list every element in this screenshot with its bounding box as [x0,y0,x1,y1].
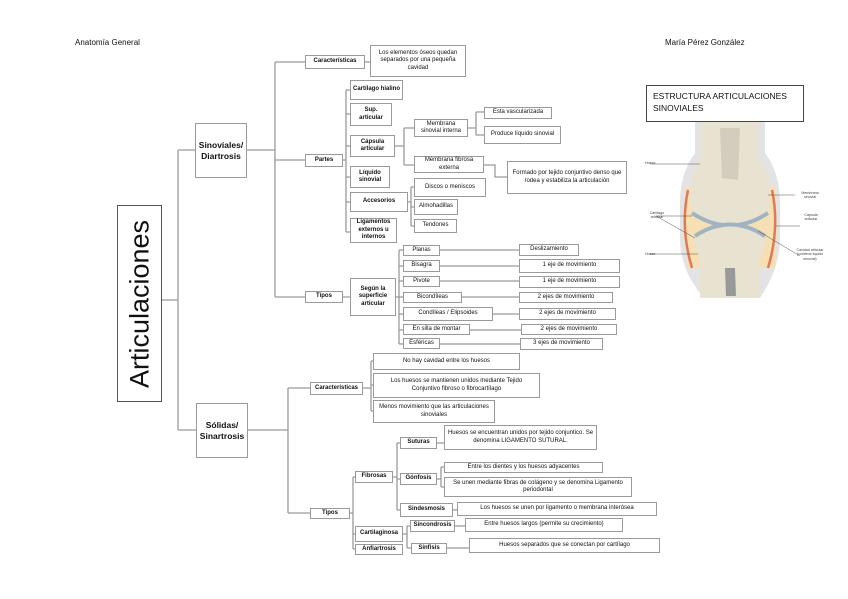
node-membrana-fibrosa-externa: Membrana fibrosa externa [414,156,484,173]
node-sinoviales: Sinoviales/ Diartrosis [195,123,247,178]
label-cavidad: Cavidad articular (contiene líquido sino… [796,248,824,261]
node-vascularizada: Esta vascularizada [484,107,552,119]
root-label: Articulaciones [124,219,154,388]
node-anfiartrosis: Anfiartrosis [355,544,403,555]
type-desc: 3 ejes de movimiento [520,338,603,350]
node-solidas-caracteristicas: Características [310,382,363,395]
node-sinoviales-caracteristicas: Características [305,55,365,69]
type-desc: Deslizamiento [519,244,579,256]
node-discos: Discos o meniscos [414,178,486,197]
node-membrana-sinovial-interna: Membrana sinovial interna [414,119,468,137]
type-desc: 2 ejes de movimiento [519,292,613,303]
course-title: Anatomía General [75,38,140,47]
node-suturas-text: Huesos se encuentran unidos por tejido c… [444,425,597,450]
author-name: María Pérez González [665,38,745,47]
node-almohadillas: Almohadillas [414,199,458,215]
node-sinfisis: Sínfisis [411,543,447,554]
node-sinoviales-caracteristicas-text: Los elementos óseos quedan separados por… [370,45,466,77]
type-name: Bicondíleas [403,292,462,303]
node-no-cavidad: No hay cavidad entre los huesos [373,353,520,370]
type-name: Planas [403,245,440,256]
label-membrana: Membrana sinovial [801,191,819,200]
label-hueso-bottom: Hueso [645,252,656,256]
figure-title: ESTRUCTURA ARTICULACIONES SINOVIALES [646,85,804,122]
node-gonfosis: Gónfosis [400,473,437,485]
node-menos-movimiento: Menos movimiento que las articulaciones … [373,400,495,423]
node-formado-tejido: Formado por tejido conjuntivo denso que … [507,161,627,194]
node-cartilago-hialino: Cartílago hialino [350,80,403,100]
root-node: Articulaciones [117,205,162,402]
type-name: Esféricas [403,338,440,349]
node-sup-articular: Sup. articular [350,103,392,126]
node-sinfisis-text: Huesos separados que se conectan por car… [469,538,660,553]
node-partes: Partes [305,154,343,167]
node-solidas: Sólidas/ Sinartrosis [196,403,248,458]
type-desc: 2 ejes de movimiento [521,324,617,335]
type-name: Pivote [403,276,440,287]
node-gonfosis-colageno: Se unen mediante fibras de colágeno y se… [444,477,632,497]
label-hueso-top: Hueso [645,161,656,165]
node-liquido-sinovial: Líquido sinovial [350,166,390,188]
node-solidas-tipos: Tipos [310,508,350,519]
node-cartilaginosa: Cartilaginosa [355,526,403,542]
node-accesorios: Accesorios [350,192,408,212]
node-gonfosis-dientes: Entre los dientes y los huesos adyacente… [444,462,603,473]
type-name: Bisagra [403,260,440,272]
node-sinoviales-tipos: Tipos [305,291,343,303]
node-superficie-articular: Según la superficie articular [350,278,396,316]
type-name: En silla de montar [403,324,470,335]
node-tejido-conjuntivo: Los huesos se mantienen unidos mediante … [373,373,540,398]
type-desc: 1 eje de movimiento [519,259,620,273]
label-cartilago: Cartílago articular [649,211,665,220]
node-capsula-articular: Cápsula articular [350,135,395,157]
type-desc: 2 ejes de movimiento [519,308,616,320]
node-fibrosas: Fibrosas [355,471,393,483]
node-sindesmosis-text: Los huesos se unen por ligamento o membr… [457,502,657,516]
node-sincondrosis-text: Entre huesos largos (permite su crecimie… [465,518,623,532]
node-ligamentos: Ligamentos externos u internos [350,218,397,243]
node-tendones: Tendones [414,219,457,233]
node-suturas: Suturas [400,437,437,449]
type-name: Condíleas / Elipsoides [403,307,493,321]
node-sindesmosis: Sindesmosis [400,503,453,517]
node-sincondrosis: Sincondrosis [410,520,455,532]
synovial-joint-illustration [650,118,801,298]
label-capsula: Cápsula articular [804,213,818,222]
type-desc: 1 eje de movimiento [519,276,620,288]
node-produce-liquido: Produce líquido sinovial [484,126,561,144]
